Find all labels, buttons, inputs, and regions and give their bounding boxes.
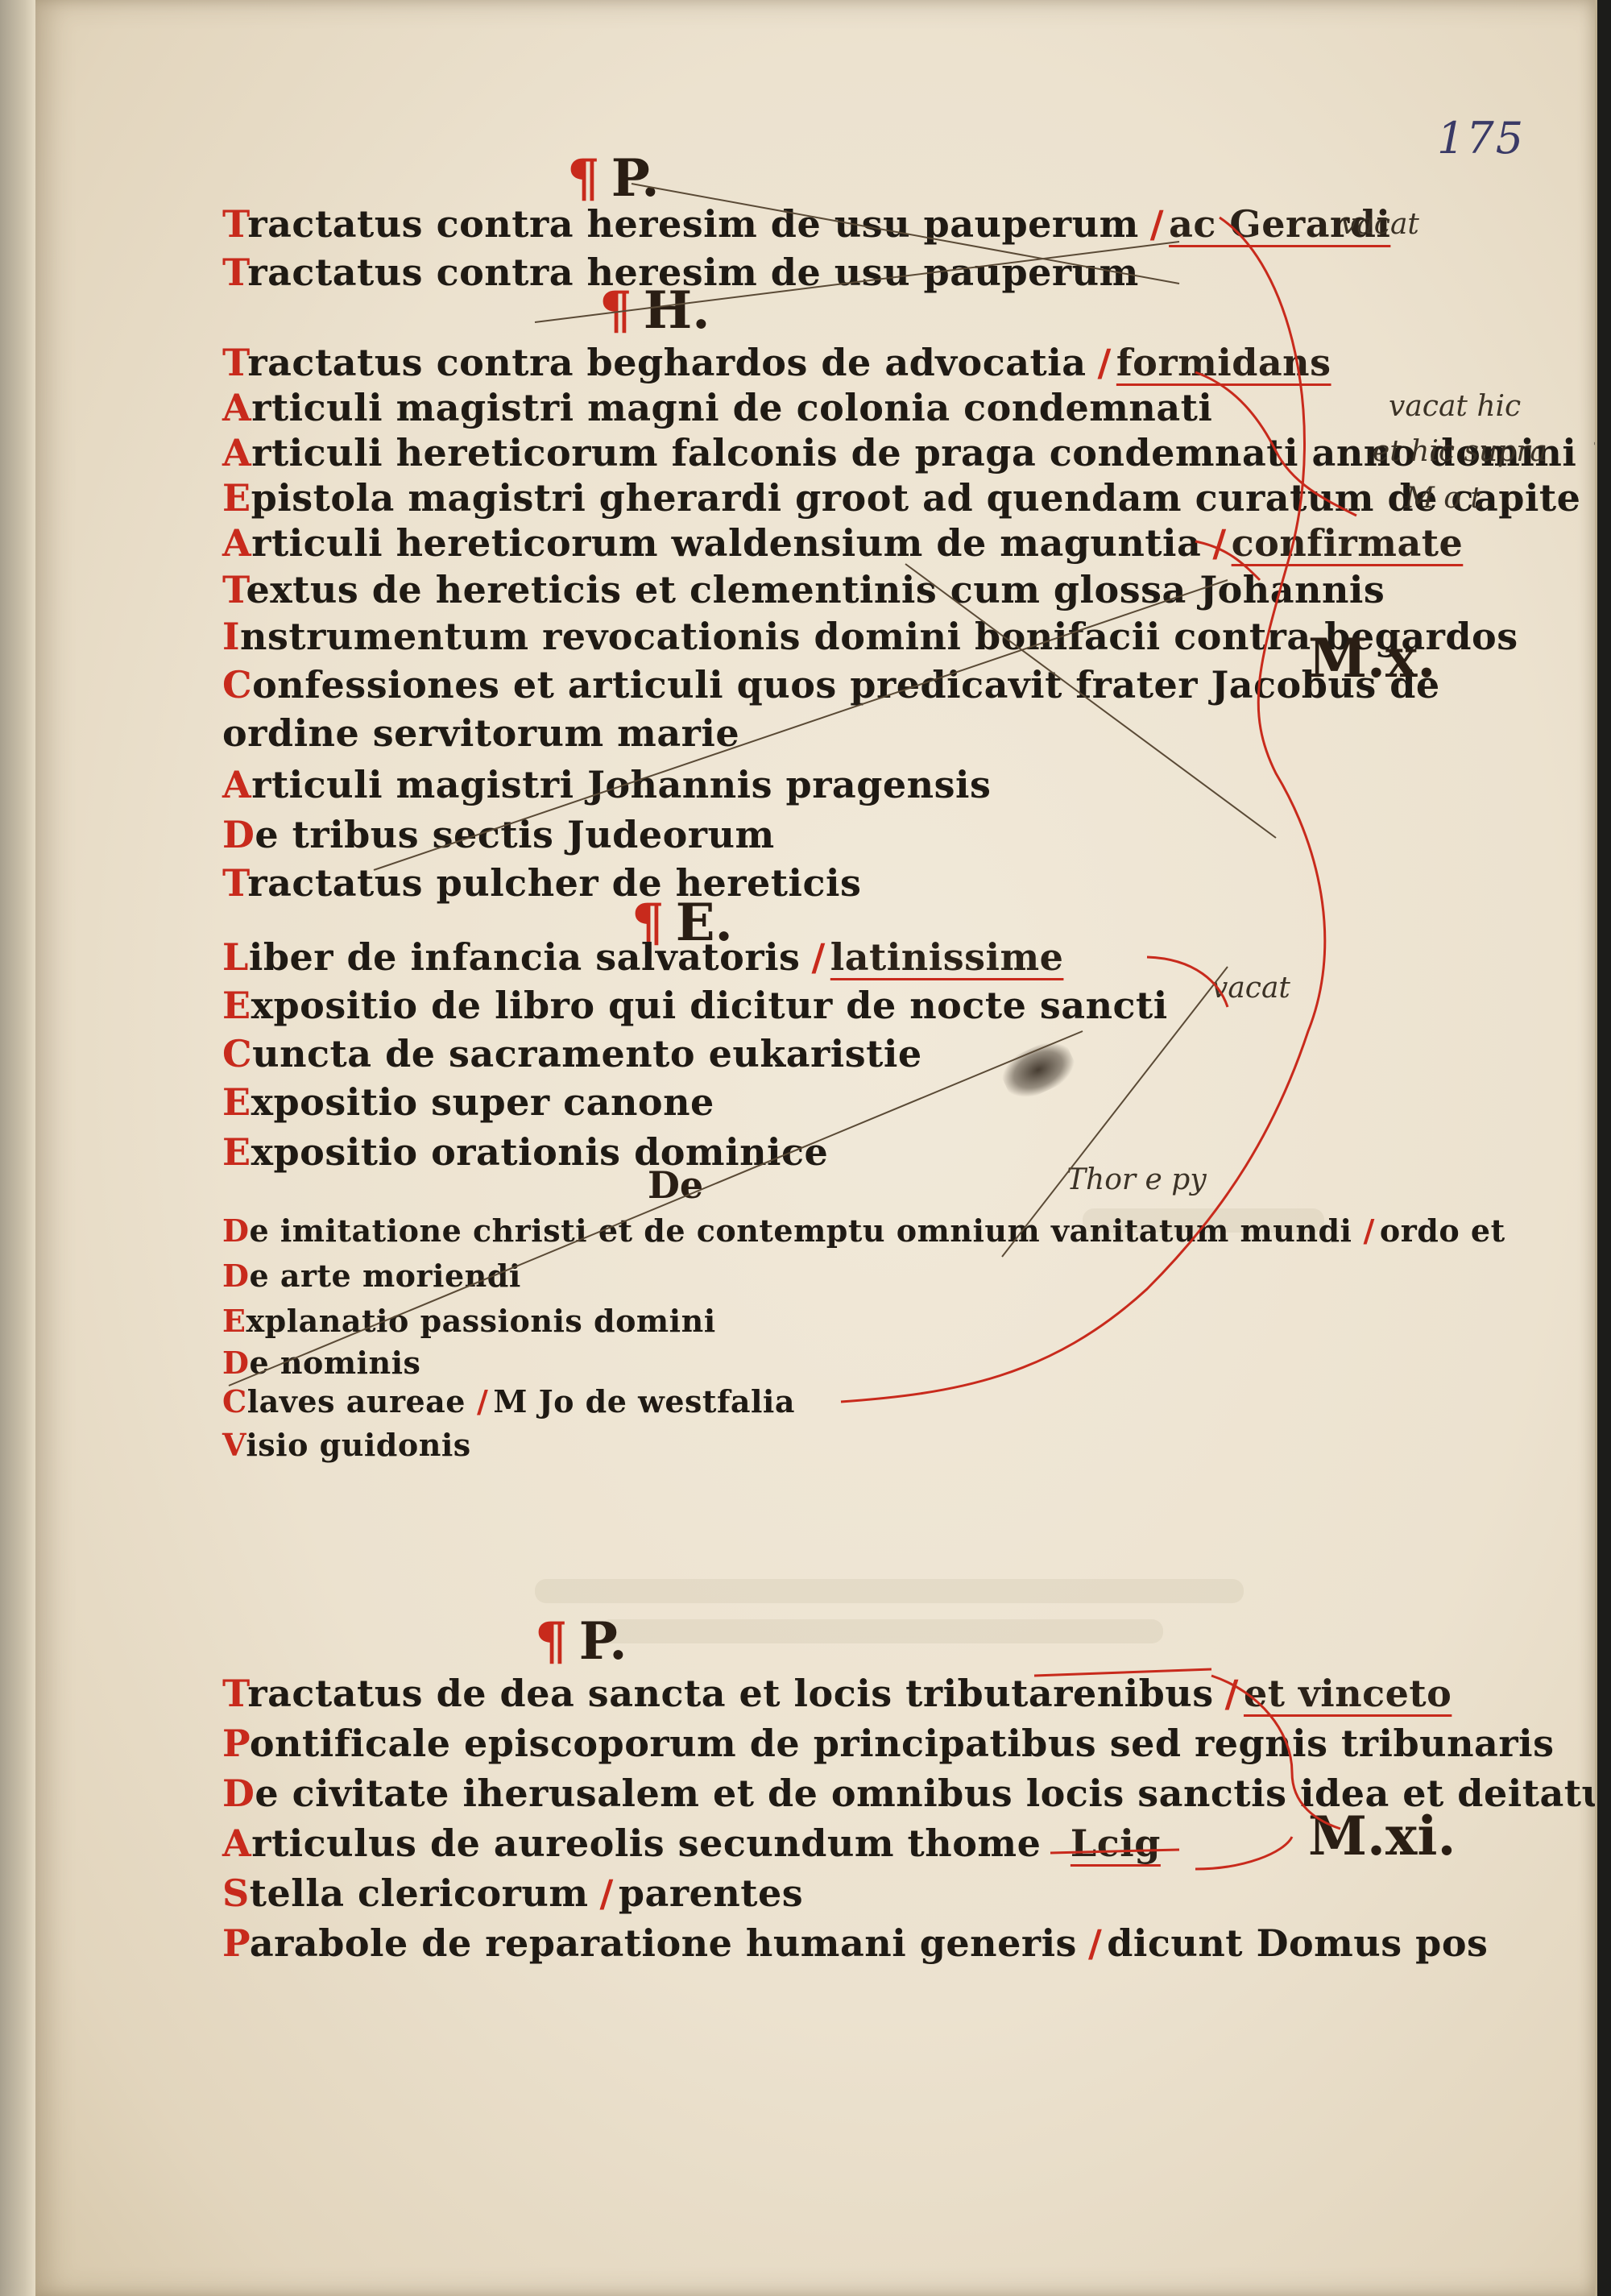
catalog-entry: Visio guidonis xyxy=(222,1427,471,1463)
shelfmark: M.xi. xyxy=(1308,1805,1456,1867)
margin-note: M o t xyxy=(1405,482,1482,515)
margin-note: et hic supra xyxy=(1373,435,1547,468)
margin-note-vacat: vacat xyxy=(1340,208,1419,241)
red-divider-icon: / xyxy=(1212,521,1227,565)
show-through-stain xyxy=(599,1619,1163,1643)
margin-note-vacat: vacat xyxy=(1211,972,1290,1005)
red-divider-icon: / xyxy=(1149,202,1165,246)
red-divider-icon: / xyxy=(811,935,826,979)
ink-blot xyxy=(996,1034,1081,1106)
show-through-stain xyxy=(535,1579,1244,1603)
red-divider-icon: / xyxy=(476,1383,489,1419)
red-divider-icon: / xyxy=(1087,1921,1103,1965)
catalog-entry: Explanatio passionis domini xyxy=(222,1303,716,1339)
catalog-entry: Stella clericorum/parentes xyxy=(222,1871,804,1915)
catalog-entry: Articulus de aureolis secundum thome Lci… xyxy=(222,1821,1161,1865)
folio-number: 175 xyxy=(1437,113,1526,164)
pilcrow-icon: ¶ xyxy=(535,1611,568,1672)
red-divider-icon: / xyxy=(1363,1212,1375,1249)
shelfmark: M.x. xyxy=(1308,627,1436,690)
red-divider-icon: / xyxy=(599,1871,614,1915)
margin-note: Thor e py xyxy=(1066,1163,1207,1196)
red-divider-icon: / xyxy=(1224,1672,1239,1715)
catalog-entry: Parabole de reparatione humani generis/d… xyxy=(222,1921,1489,1965)
catalog-entry: De imitatione christi et de contemptu om… xyxy=(222,1212,1505,1249)
section-rubric-e: ¶E. xyxy=(632,893,733,953)
red-bracket xyxy=(1195,1836,1294,1871)
subheading: De xyxy=(648,1163,704,1207)
pilcrow-icon: ¶ xyxy=(567,148,600,209)
catalog-entry: De civitate iherusalem et de omnibus loc… xyxy=(222,1772,1597,1815)
catalog-entry: Claves aureae/M Jo de westfalia xyxy=(222,1383,795,1419)
catalog-entry: De arte moriendi xyxy=(222,1258,521,1294)
pilcrow-icon: ¶ xyxy=(632,893,665,953)
catalog-entry: Tractatus pulcher de hereticis xyxy=(222,861,862,905)
red-divider-icon xyxy=(1052,1821,1066,1865)
catalog-entry: Tractatus de dea sancta et locis tributa… xyxy=(222,1672,1452,1715)
catalog-entry: Expositio orationis dominice xyxy=(222,1130,829,1174)
manuscript-leaf: 175 ¶P. Tractatus contra heresim de usu … xyxy=(35,0,1597,2296)
margin-note: vacat hic xyxy=(1389,390,1522,423)
binding-gutter xyxy=(0,0,35,2296)
section-rubric-p: ¶P. xyxy=(535,1611,627,1672)
